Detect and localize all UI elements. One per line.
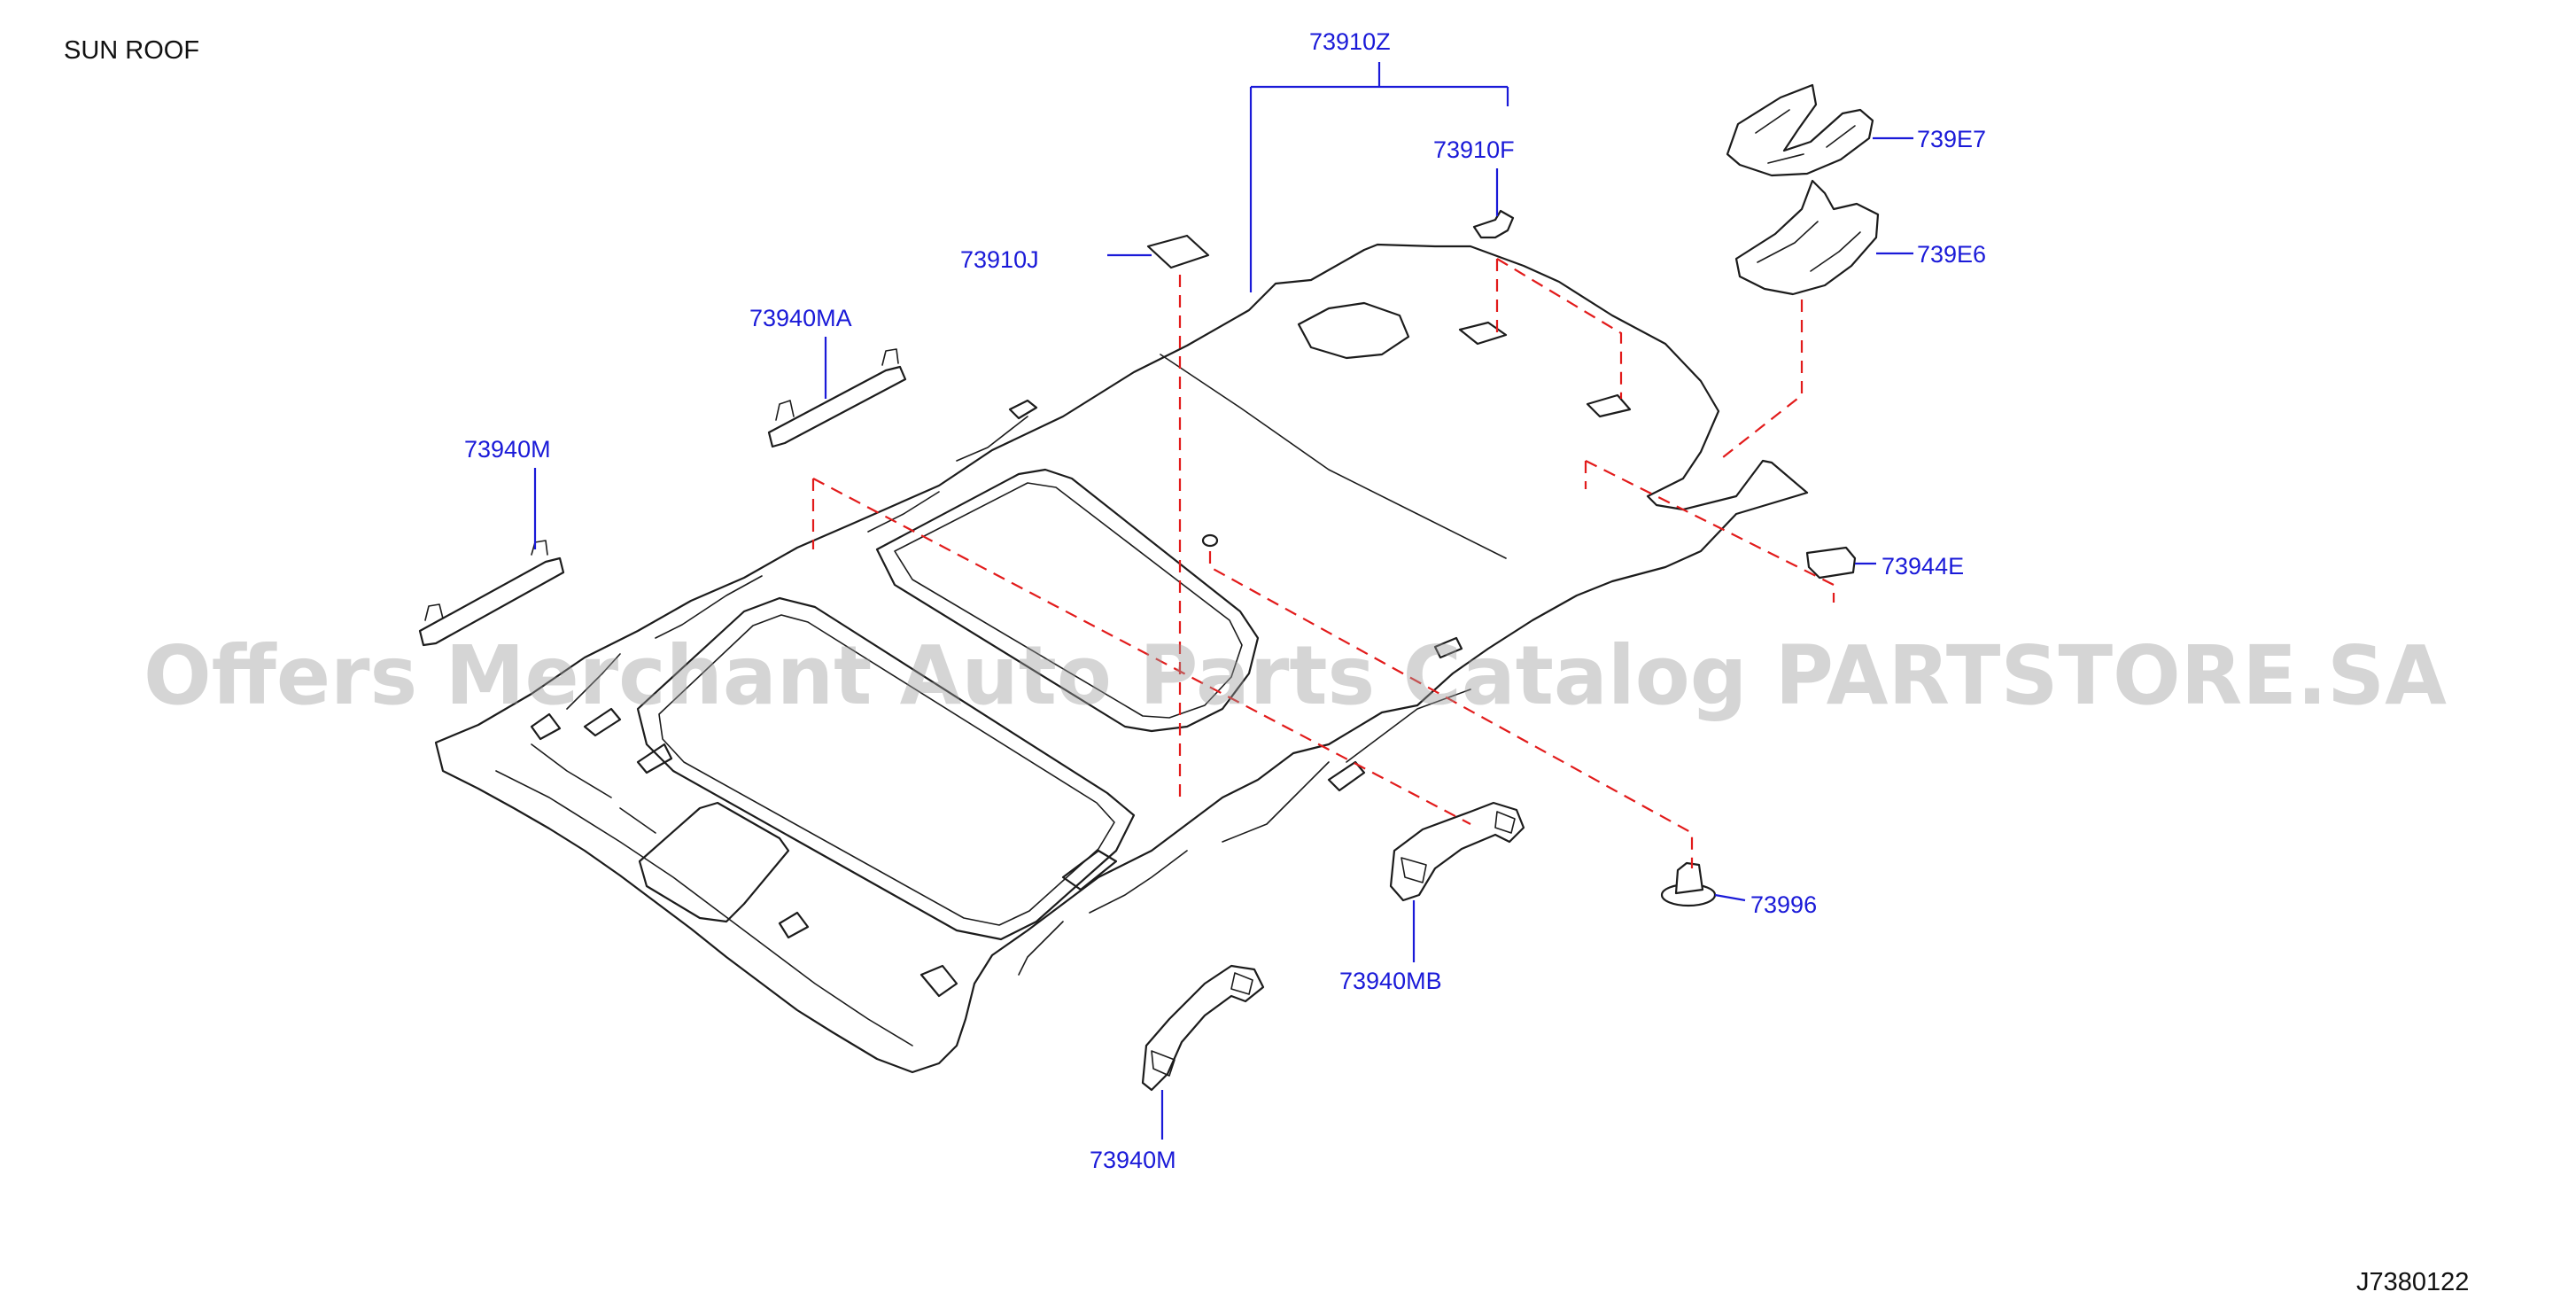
leader-73910z [1249, 62, 1509, 292]
clip-73996[interactable] [1660, 861, 1717, 907]
watermark-text: Offers Merchant Auto Parts Catalog PARTS… [144, 628, 2447, 723]
pad-73910j[interactable] [1146, 234, 1210, 269]
label-73910f[interactable]: 73910F [1433, 136, 1515, 163]
label-73940m-left[interactable]: 73940M [464, 436, 551, 463]
label-73910z[interactable]: 73910Z [1309, 28, 1391, 55]
diagram-title: SUN ROOF [64, 36, 199, 65]
label-73940ma[interactable]: 73940MA [749, 305, 852, 331]
label-73940mb[interactable]: 73940MB [1339, 968, 1442, 994]
grip-73940mb[interactable] [1389, 801, 1525, 902]
label-73910j[interactable]: 73910J [960, 246, 1039, 273]
label-73996[interactable]: 73996 [1750, 891, 1817, 918]
grip-73940m-bottom[interactable] [1141, 964, 1265, 1092]
leader-73996 [1714, 893, 1746, 902]
diagram-code: J7380122 [2356, 1268, 2469, 1296]
label-739e6[interactable]: 739E6 [1917, 241, 1986, 268]
bracket-739e7[interactable] [1726, 83, 1874, 177]
clip-73944e[interactable] [1805, 546, 1857, 580]
bracket-739e6[interactable] [1734, 179, 1880, 296]
grip-73940m-left[interactable] [418, 540, 565, 647]
grip-73940ma[interactable] [767, 348, 907, 448]
label-73944e[interactable]: 73944E [1882, 553, 1964, 580]
dashed-leaders [811, 258, 1835, 868]
label-73940m-bottom[interactable]: 73940M [1090, 1147, 1176, 1173]
headlining-panel[interactable] [434, 243, 1809, 1074]
label-739e7[interactable]: 739E7 [1917, 126, 1986, 152]
clip-73910f[interactable] [1472, 209, 1515, 239]
